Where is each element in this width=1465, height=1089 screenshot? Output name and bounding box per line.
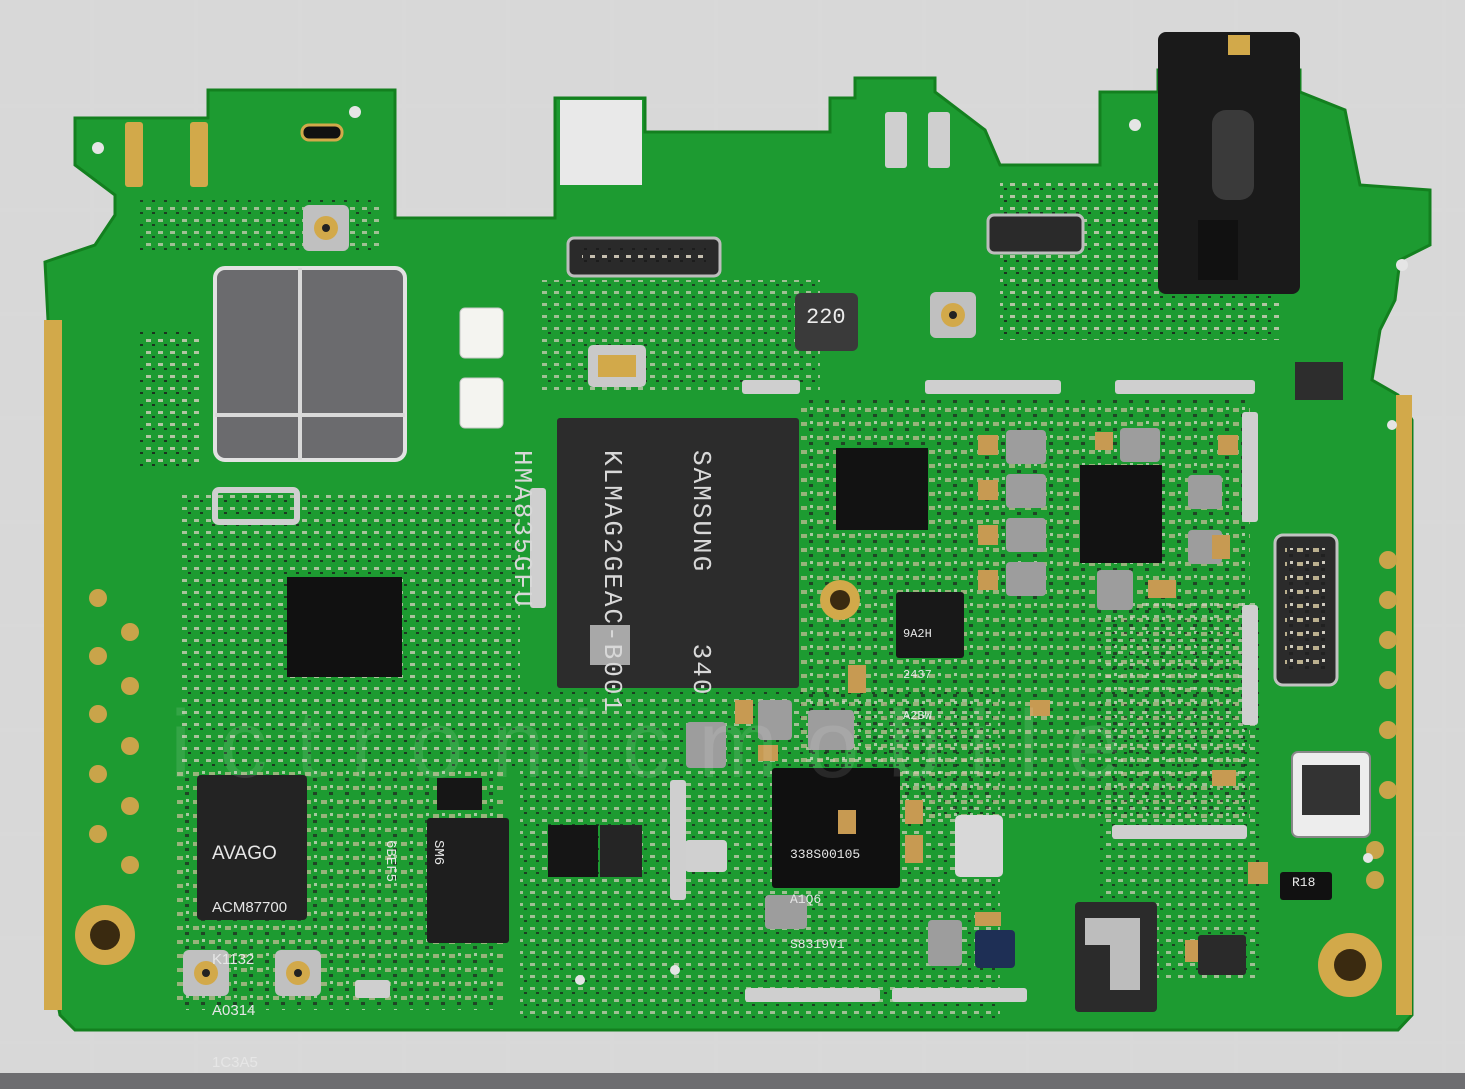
sm-line-1: SM6 bbox=[429, 840, 446, 866]
shield-clips bbox=[212, 380, 1258, 1002]
inductor bbox=[795, 293, 858, 351]
small-line-1: 9A2H bbox=[903, 626, 932, 641]
flash-led-2 bbox=[459, 377, 504, 429]
pmic-chip-label: 338S00105 A1Q6 S8319V1 bbox=[790, 818, 860, 967]
edge-plating-right bbox=[1396, 395, 1412, 1015]
headphone-jack bbox=[1158, 32, 1300, 294]
inductors-array bbox=[685, 428, 1222, 966]
sm-line-2: 6BEF5 bbox=[381, 840, 398, 883]
small-chip-4 bbox=[437, 778, 482, 810]
baseband-chip bbox=[287, 577, 402, 677]
avago-line-1: AVAGO bbox=[212, 842, 277, 864]
mounting-hole-left bbox=[75, 905, 135, 965]
small-chip-5 bbox=[1295, 362, 1343, 400]
pads-top-center bbox=[885, 112, 950, 168]
blue-component bbox=[975, 930, 1015, 968]
avago-line-5: 1C3A5 bbox=[212, 1054, 258, 1072]
spring-contacts-top bbox=[125, 122, 344, 187]
small-line-3: A2BW bbox=[903, 709, 932, 724]
avago-chip-label: AVAGO ACM87700 K1132 A0314 1C3A5 bbox=[212, 808, 287, 1089]
small-chip bbox=[896, 592, 964, 658]
crystal bbox=[1198, 935, 1246, 975]
avago-line-3: K1132 bbox=[212, 950, 255, 968]
capacitors bbox=[735, 432, 1268, 962]
inductor-label: 220 bbox=[806, 305, 846, 330]
silkscreen-marks bbox=[92, 106, 1408, 985]
resistor-label: R18 bbox=[1292, 875, 1316, 890]
small-line-2: 2437 bbox=[903, 667, 932, 682]
small-chip-3 bbox=[600, 825, 642, 877]
memory-chip-label: SAMSUNG 340 KLMAG2GEAC-B001 HMA835GFU bbox=[476, 450, 775, 714]
memory-line-3: HMA835GFU bbox=[506, 450, 537, 609]
pmic-line-3: S8319V1 bbox=[790, 936, 845, 952]
power-chip bbox=[836, 448, 928, 530]
pmic-chip bbox=[772, 768, 900, 888]
test-pads-right bbox=[1366, 551, 1397, 889]
display-connector bbox=[566, 236, 722, 278]
test-pads-left bbox=[89, 589, 139, 874]
memory-line-2: KLMAG2GEAC-B001 bbox=[596, 450, 627, 715]
rf-connector-top bbox=[303, 205, 349, 251]
edge-plating-left bbox=[44, 320, 62, 1010]
avago-line-4: A0314 bbox=[212, 1002, 256, 1020]
memory-line-1: SAMSUNG 340 bbox=[686, 450, 717, 697]
mounting-hole-right bbox=[1318, 933, 1382, 997]
pmic-line-1: 338S00105 bbox=[790, 846, 861, 862]
top-right-connector bbox=[986, 213, 1085, 255]
metal-bracket bbox=[1075, 902, 1157, 1012]
rf-connector-mid bbox=[930, 292, 976, 338]
watermark: ictronicmobile bbox=[170, 691, 1149, 798]
small-chip-2 bbox=[548, 825, 598, 877]
foam-pad bbox=[560, 100, 642, 185]
sm-chip-label: SM6 6BEF5 bbox=[365, 840, 478, 882]
mounting-hole-center bbox=[820, 580, 860, 620]
memory-chip bbox=[557, 418, 799, 688]
small-chip-label: 9A2H 2437 A2BW bbox=[903, 600, 932, 738]
sm-chip bbox=[427, 818, 509, 943]
flash-led-1 bbox=[459, 307, 504, 359]
rf-connector-bottom-1 bbox=[183, 950, 229, 996]
resistor-r18 bbox=[1280, 872, 1332, 900]
camera-cutout bbox=[213, 266, 407, 462]
side-connector bbox=[1273, 533, 1339, 687]
avago-line-2: ACM87700 bbox=[212, 898, 288, 916]
pmic-line-2: A1Q6 bbox=[790, 891, 822, 907]
rf-connector-bottom-2 bbox=[275, 950, 321, 996]
codec-chip bbox=[1080, 465, 1162, 563]
battery-connector bbox=[1291, 751, 1371, 838]
avago-chip bbox=[197, 775, 307, 920]
